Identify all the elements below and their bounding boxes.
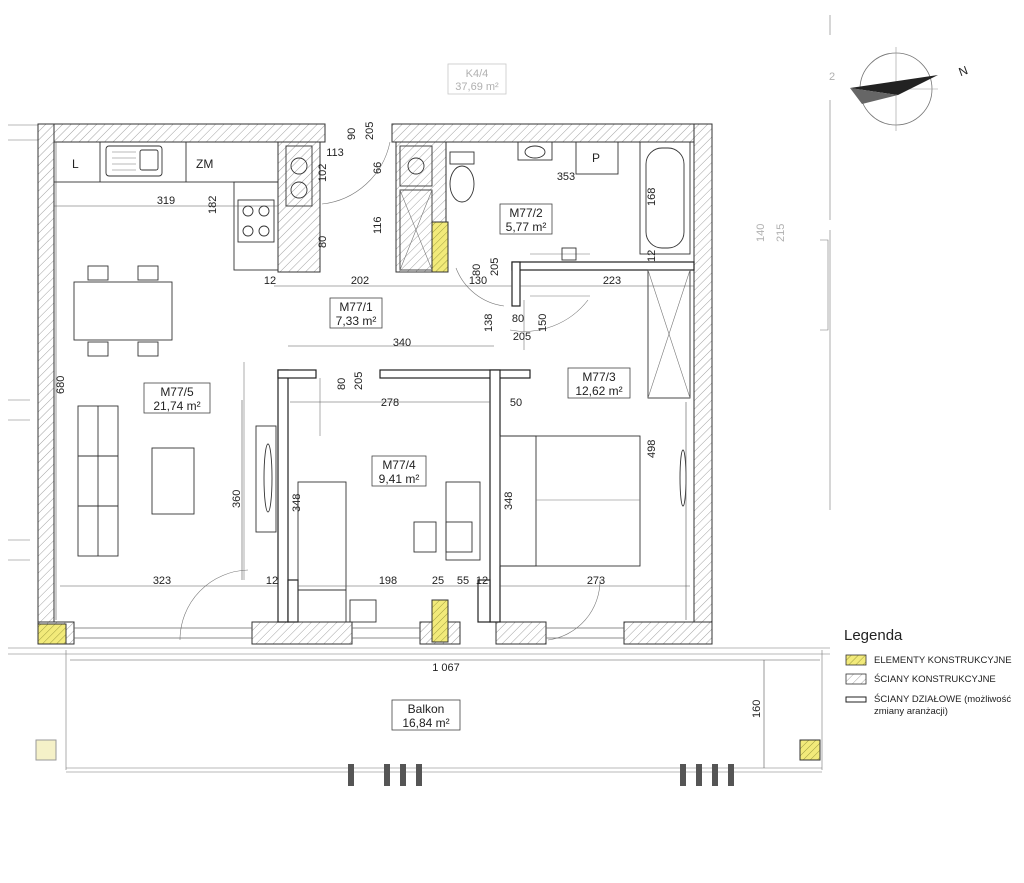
kitchen-furniture xyxy=(53,141,313,271)
dim-340: 340 xyxy=(393,337,411,349)
dim-323: 323 xyxy=(153,575,171,587)
living-furniture xyxy=(77,362,321,580)
dim-360: 360 xyxy=(231,490,243,508)
dim-80b: 80 xyxy=(471,264,483,276)
edge-label: 2 xyxy=(829,71,835,83)
room-room-name: M77/4 xyxy=(382,458,416,472)
dim-150: 150 xyxy=(537,314,549,332)
dim-223: 223 xyxy=(603,275,621,287)
dim-182: 182 xyxy=(207,196,219,214)
dim-353: 353 xyxy=(557,171,575,183)
dim-205a: 205 xyxy=(364,122,376,140)
dim-50: 50 xyxy=(510,397,522,409)
room-room-area: 9,41 m² xyxy=(379,472,420,486)
dim-80a: 80 xyxy=(317,236,329,248)
room-bathroom-area: 5,77 m² xyxy=(506,220,547,234)
dim-12d: 12 xyxy=(476,575,488,587)
dim-80c: 80 xyxy=(512,313,524,325)
dim-12c: 12 xyxy=(266,575,278,587)
dim-12b: 12 xyxy=(646,250,658,262)
structural-walls xyxy=(37,123,713,645)
compass-north-label: N xyxy=(957,63,970,79)
door-swings xyxy=(179,141,601,641)
neighbour-outlines xyxy=(8,15,831,561)
partition-walls xyxy=(277,261,695,623)
dim-348b: 348 xyxy=(503,492,515,510)
legend: Legenda ELEMENTY KONSTRUKCYJNE ŚCIANY KO… xyxy=(844,627,1012,717)
room-furniture xyxy=(297,481,481,623)
dim-55: 55 xyxy=(457,575,469,587)
dim-160: 160 xyxy=(751,700,763,718)
dim-140: 140 xyxy=(755,224,767,242)
dim-205d: 205 xyxy=(353,372,365,390)
room-hall-area: 7,33 m² xyxy=(336,314,377,328)
bathroom-fixtures xyxy=(449,141,691,261)
room-living-name: M77/5 xyxy=(160,385,194,399)
dim-102: 102 xyxy=(317,164,329,182)
legend-item-3-cont: zmiany aranżacji) xyxy=(874,706,948,717)
room-living-area: 21,74 m² xyxy=(153,399,200,413)
legend-item-3: ŚCIANY DZIAŁOWE (możliwość xyxy=(874,693,1011,705)
dim-138: 138 xyxy=(483,314,495,332)
room-balcony-area: 16,84 m² xyxy=(402,716,449,730)
room-bathroom-name: M77/2 xyxy=(509,206,543,220)
dim-205b: 205 xyxy=(489,258,501,276)
compass-rose xyxy=(850,47,938,131)
dim-202: 202 xyxy=(351,275,369,287)
unit-label-box xyxy=(447,63,507,95)
bedroom-furniture xyxy=(499,269,691,567)
legend-item-2: ŚCIANY KONSTRUKCYJNE xyxy=(874,673,996,685)
dim-12a: 12 xyxy=(264,275,276,287)
dim-90: 90 xyxy=(346,128,358,140)
dim-116: 116 xyxy=(372,216,384,234)
structural-elements xyxy=(35,221,821,761)
dim-319: 319 xyxy=(157,195,175,207)
room-bedroom-name: M77/3 xyxy=(582,370,616,384)
dim-130: 130 xyxy=(469,275,487,287)
dim-278: 278 xyxy=(381,397,399,409)
legend-title: Legenda xyxy=(844,627,903,644)
dim-348a: 348 xyxy=(291,494,303,512)
dryer-label: P xyxy=(592,151,600,165)
room-bedroom-area: 12,62 m² xyxy=(575,384,622,398)
dim-1067: 1 067 xyxy=(432,662,460,674)
unit-name: K4/4 xyxy=(466,68,489,80)
dim-198: 198 xyxy=(379,575,397,587)
legend-swatch-partition-wall xyxy=(845,696,867,703)
legend-item-1: ELEMENTY KONSTRUKCYJNE xyxy=(874,655,1012,666)
legend-swatch-structural-wall xyxy=(845,673,867,685)
dim-215: 215 xyxy=(775,224,787,242)
legend-swatch-structural-element xyxy=(845,654,867,666)
dimension-lines xyxy=(54,142,820,768)
unit-area: 37,69 m² xyxy=(455,81,499,93)
dimension-texts: 319 113 353 12 202 130 223 340 278 50 32… xyxy=(55,122,787,718)
dim-66: 66 xyxy=(372,162,384,174)
room-balcony-name: Balkon xyxy=(408,702,445,716)
hall-wardrobe xyxy=(399,145,433,271)
dining-table xyxy=(73,265,173,357)
window-glazing xyxy=(8,627,830,786)
dim-205c: 205 xyxy=(513,331,531,343)
fridge-label: L xyxy=(72,157,79,171)
dim-25: 25 xyxy=(432,575,444,587)
room-labels: M77/1 7,33 m² M77/2 5,77 m² M77/3 12,62 … xyxy=(143,203,631,731)
dim-113: 113 xyxy=(326,147,344,159)
washer-label: ZM xyxy=(196,157,213,171)
dim-168: 168 xyxy=(646,188,658,206)
dim-80d: 80 xyxy=(336,378,348,390)
dim-680: 680 xyxy=(55,376,67,394)
room-hall-name: M77/1 xyxy=(339,300,373,314)
dim-273: 273 xyxy=(587,575,605,587)
dim-498: 498 xyxy=(646,440,658,458)
